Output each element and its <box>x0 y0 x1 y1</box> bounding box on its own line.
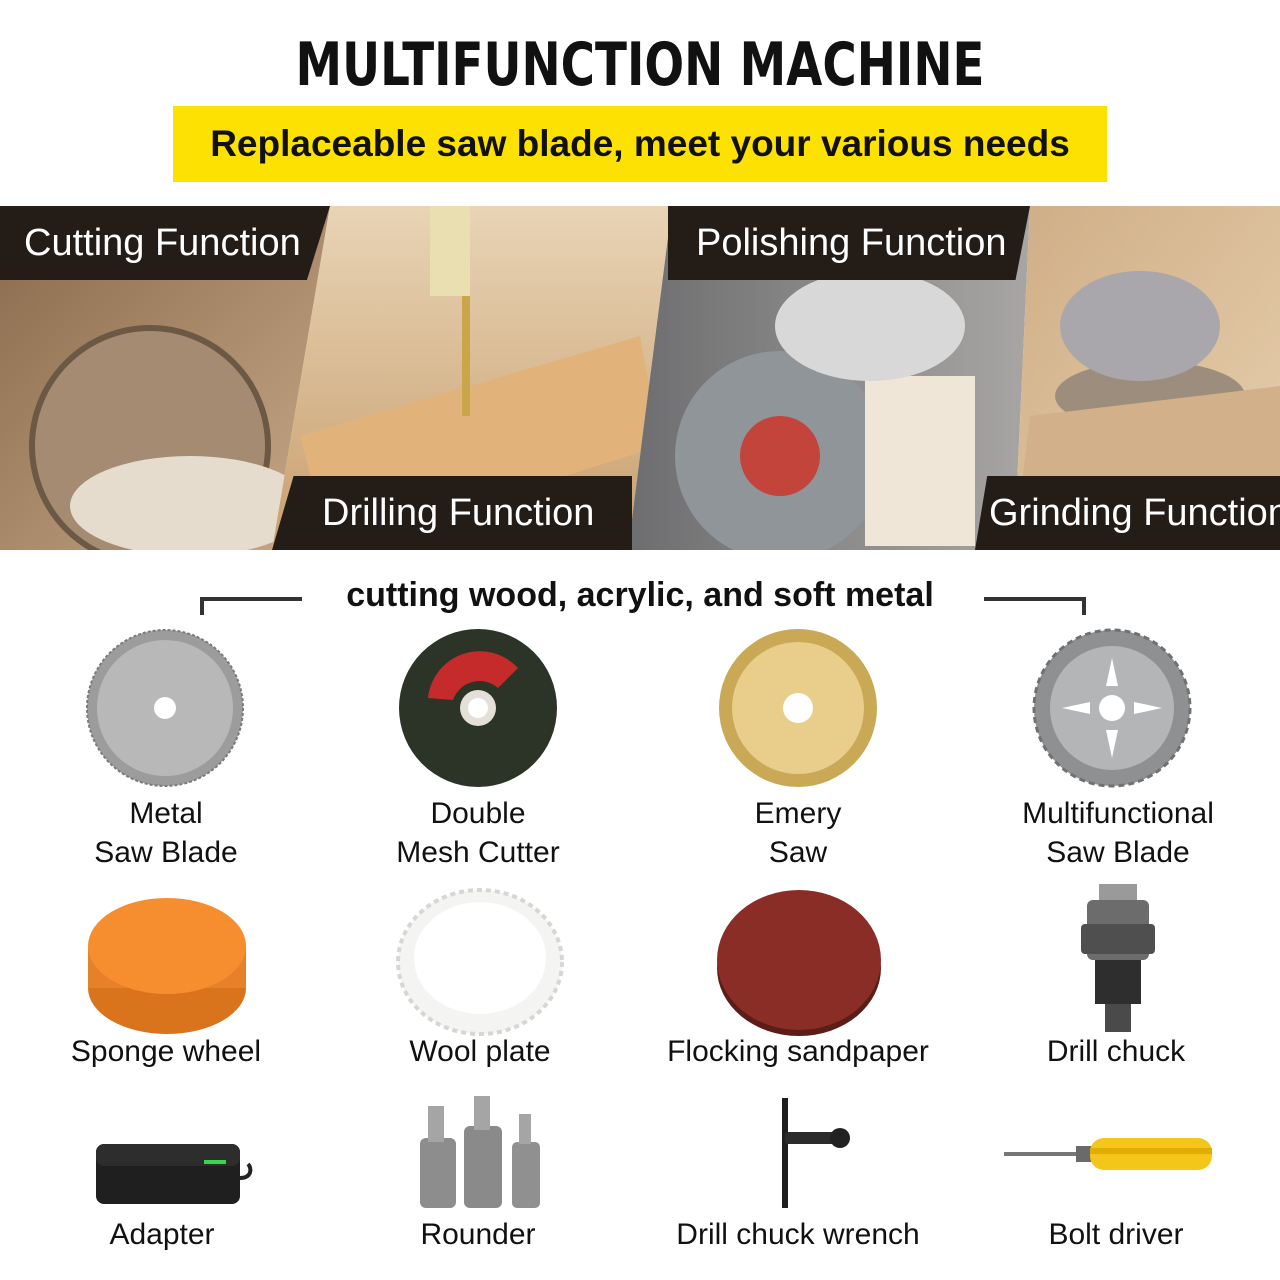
bracket-right-vertical <box>1082 597 1086 615</box>
grinding-function-label: Grinding Function <box>975 476 1280 550</box>
drill-chuck-icon <box>1081 884 1155 1032</box>
materials-caption: cutting wood, acrylic, and soft metal <box>346 576 934 614</box>
metal-saw-blade-icon <box>86 629 244 787</box>
item-label-screwdriver: Bolt driver <box>1048 1218 1184 1251</box>
drilling-function-label: Drilling Function <box>272 476 632 550</box>
item-label-rounder: Rounder <box>420 1218 536 1251</box>
subtitle-banner: Replaceable saw blade, meet your various… <box>173 106 1107 182</box>
emery-saw-icon <box>719 629 877 787</box>
item-label-wool-plate: Wool plate <box>409 1035 551 1068</box>
item-label-sponge-wheel: Sponge wheel <box>70 1035 262 1068</box>
polishing-function-label: Polishing Function <box>668 206 1030 280</box>
function-photo-strip: Cutting Function Drilling Function Polis… <box>0 206 1280 550</box>
cutting-function-label: Cutting Function <box>0 206 330 280</box>
subtitle-text: Replaceable saw blade, meet your various… <box>210 123 1070 164</box>
screwdriver-icon <box>1004 1138 1212 1170</box>
bracket-right-horizontal <box>984 597 1086 601</box>
multifunctional-blade-icon <box>1032 628 1192 788</box>
bracket-left-horizontal <box>200 597 302 601</box>
page-title: MULTIFUNCTION MACHINE <box>295 30 985 100</box>
wool-plate-icon <box>396 888 564 1036</box>
item-label-drill-chuck: Drill chuck <box>1046 1035 1186 1068</box>
item-label-sandpaper: Flocking sandpaper <box>667 1035 929 1068</box>
rounder-icon <box>420 1096 540 1208</box>
item-label-chuck-wrench: Drill chuck wrench <box>676 1218 920 1251</box>
mesh-cutter-icon <box>399 629 557 787</box>
sandpaper-icon <box>717 890 881 1036</box>
bracket-left-vertical <box>200 597 204 615</box>
chuck-wrench-icon <box>782 1098 850 1208</box>
sponge-wheel-icon <box>88 898 246 1034</box>
adapter-icon <box>96 1144 253 1204</box>
item-label-adapter: Adapter <box>109 1218 215 1251</box>
